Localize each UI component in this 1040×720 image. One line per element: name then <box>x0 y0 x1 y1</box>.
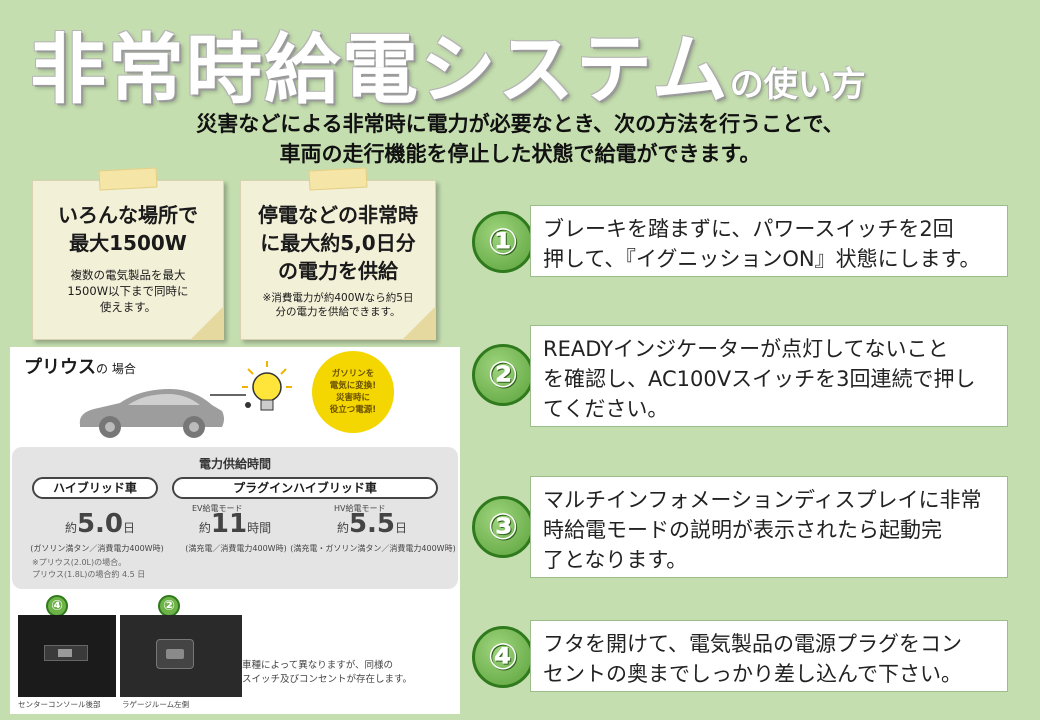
step-4-box: フタを開けて、電気製品の電源プラグをコン セントの奥までしっかり差し込んで下さい… <box>530 620 1008 692</box>
luggage-room-photo <box>120 615 242 697</box>
note-1-body-line-1: 複数の電気製品を最大 <box>70 268 186 282</box>
prius-label-suffix: の 場合 <box>96 362 136 376</box>
hybrid-label: ハイブリッド車 <box>32 477 158 499</box>
cable-line <box>210 394 246 396</box>
note-2-title-line-1: 停電などの非常時 <box>258 203 418 227</box>
note-1-title-line-2: 最大1500W <box>69 231 187 255</box>
step-3-line-3: 了となります。 <box>543 548 688 572</box>
supply-time-title: 電力供給時間 <box>198 457 271 471</box>
prius-label-main: プリウス <box>24 357 96 378</box>
step-3-number: ③ <box>472 496 534 558</box>
step-2-line-3: てください。 <box>543 397 669 421</box>
photo-1-number: ④ <box>46 595 68 617</box>
hybrid-note: (ガソリン満タン／消費電力400W時) <box>30 544 164 553</box>
hybrid-value: 約5.0日 <box>64 509 136 539</box>
note-2-body-line-2: 分の電力を供給できます。 <box>275 306 401 318</box>
photo-2-caption: ラゲージルーム左側 <box>122 700 190 709</box>
page-curl <box>190 306 224 340</box>
step-3-box: マルチインフォメーションディスプレイに非常 時給電モードの説明が表示されたら起動… <box>530 476 1008 578</box>
step-4-number: ④ <box>472 626 534 688</box>
page-title: 非常時給電システムの使い方 <box>30 8 866 118</box>
plugin-hybrid-label: プラグインハイブリッド車 <box>172 477 438 499</box>
prius-info-panel: プリウスの 場合 ガソリンを 電気に変換! 災害時に 役立つ電源! 電力供給時間… <box>10 347 460 714</box>
badge-line-1: ガソリンを <box>331 369 375 379</box>
subtitle-line-2: 車両の走行機能を停止した状態で給電ができます。 <box>279 142 761 166</box>
step-2-line-1: READYインジケーターが点灯してないこと <box>543 337 949 361</box>
light-bulb-icon <box>242 361 292 411</box>
ev-value: 約11時間 <box>198 509 272 539</box>
badge-line-2: 電気に変換! <box>329 381 377 391</box>
note-1-body-line-2: 1500W以下まで同時に <box>67 284 189 298</box>
hv-value: 約5.5日 <box>336 509 408 539</box>
prius-label: プリウスの 場合 <box>24 353 136 379</box>
side-note: 車種によって異なりますが、同様の スイッチ及びコンセントが存在します。 <box>242 660 413 685</box>
photo-1-caption: センターコンソール後部 <box>18 700 101 709</box>
badge-line-4: 役立つ電源! <box>329 405 377 415</box>
note-2-body-line-1: ※消費電力が約400Wなら約5日 <box>262 292 414 304</box>
step-4-line-1: フタを開けて、電気製品の電源プラグをコン <box>543 632 962 656</box>
power-supply-time-box: 電力供給時間 ハイブリッド車 プラグインハイブリッド車 約5.0日 (ガソリン満… <box>12 447 458 589</box>
car-icon <box>79 389 225 438</box>
note-2-title-line-3: の電力を供給 <box>278 259 398 283</box>
switch-icon <box>156 639 194 669</box>
step-2-line-2: を確認し、AC100Vスイッチを3回連続で押し <box>543 367 976 391</box>
footnote-line-1: ※プリウス(2.0L)の場合。 <box>32 558 127 567</box>
note-1-title-line-1: いろんな場所で <box>58 203 198 227</box>
step-2-box: READYインジケーターが点灯してないこと を確認し、AC100Vスイッチを3回… <box>530 325 1008 427</box>
step-3-line-2: 時給電モードの説明が表示されたら起動完 <box>543 518 942 542</box>
gasoline-badge: ガソリンを 電気に変換! 災害時に 役立つ電源! <box>312 351 394 433</box>
step-1-box: ブレーキを踏まずに、パワースイッチを2回 押して、『イグニッションON』状態にし… <box>530 205 1008 277</box>
note-1-body-line-3: 使えます。 <box>99 300 157 314</box>
center-console-photo <box>18 615 116 697</box>
footnote-line-2: プリウス(1.8L)の場合約 4.5 日 <box>32 570 146 579</box>
tape-decoration <box>98 167 158 191</box>
step-1-number: ① <box>472 211 534 273</box>
step-1-line-1: ブレーキを踏まずに、パワースイッチを2回 <box>543 217 954 241</box>
ev-mode-label: EV給電モード <box>192 504 243 513</box>
ev-note: (満充電／消費電力400W時) <box>185 544 287 553</box>
step-2-number: ② <box>472 344 534 406</box>
step-4-line-2: セントの奥までしっかり差し込んで下さい。 <box>543 662 962 686</box>
step-3-line-1: マルチインフォメーションディスプレイに非常 <box>543 488 982 512</box>
title-main: 非常時給電システム <box>30 25 730 114</box>
tape-decoration <box>308 167 368 191</box>
page-curl <box>402 306 436 340</box>
hv-note: (満充電・ガソリン満タン／消費電力400W時) <box>290 544 456 553</box>
hv-mode-label: HV給電モード <box>334 504 386 513</box>
step-1-line-2: 押して、『イグニッションON』状態にします。 <box>543 247 981 271</box>
photo-2-number: ② <box>158 595 180 617</box>
title-suffix: の使い方 <box>729 65 866 105</box>
subtitle-line-1: 災害などによる非常時に電力が必要なとき、次の方法を行うことで、 <box>196 112 844 136</box>
sticky-note-2: 停電などの非常時 に最大約5,0日分 の電力を供給 ※消費電力が約400Wなら約… <box>240 167 436 340</box>
badge-line-3: 災害時に <box>335 393 370 403</box>
note-2-title-line-2: に最大約5,0日分 <box>260 231 416 255</box>
sticky-note-1: いろんな場所で 最大1500W 複数の電気製品を最大 1500W以下まで同時に … <box>32 167 224 340</box>
